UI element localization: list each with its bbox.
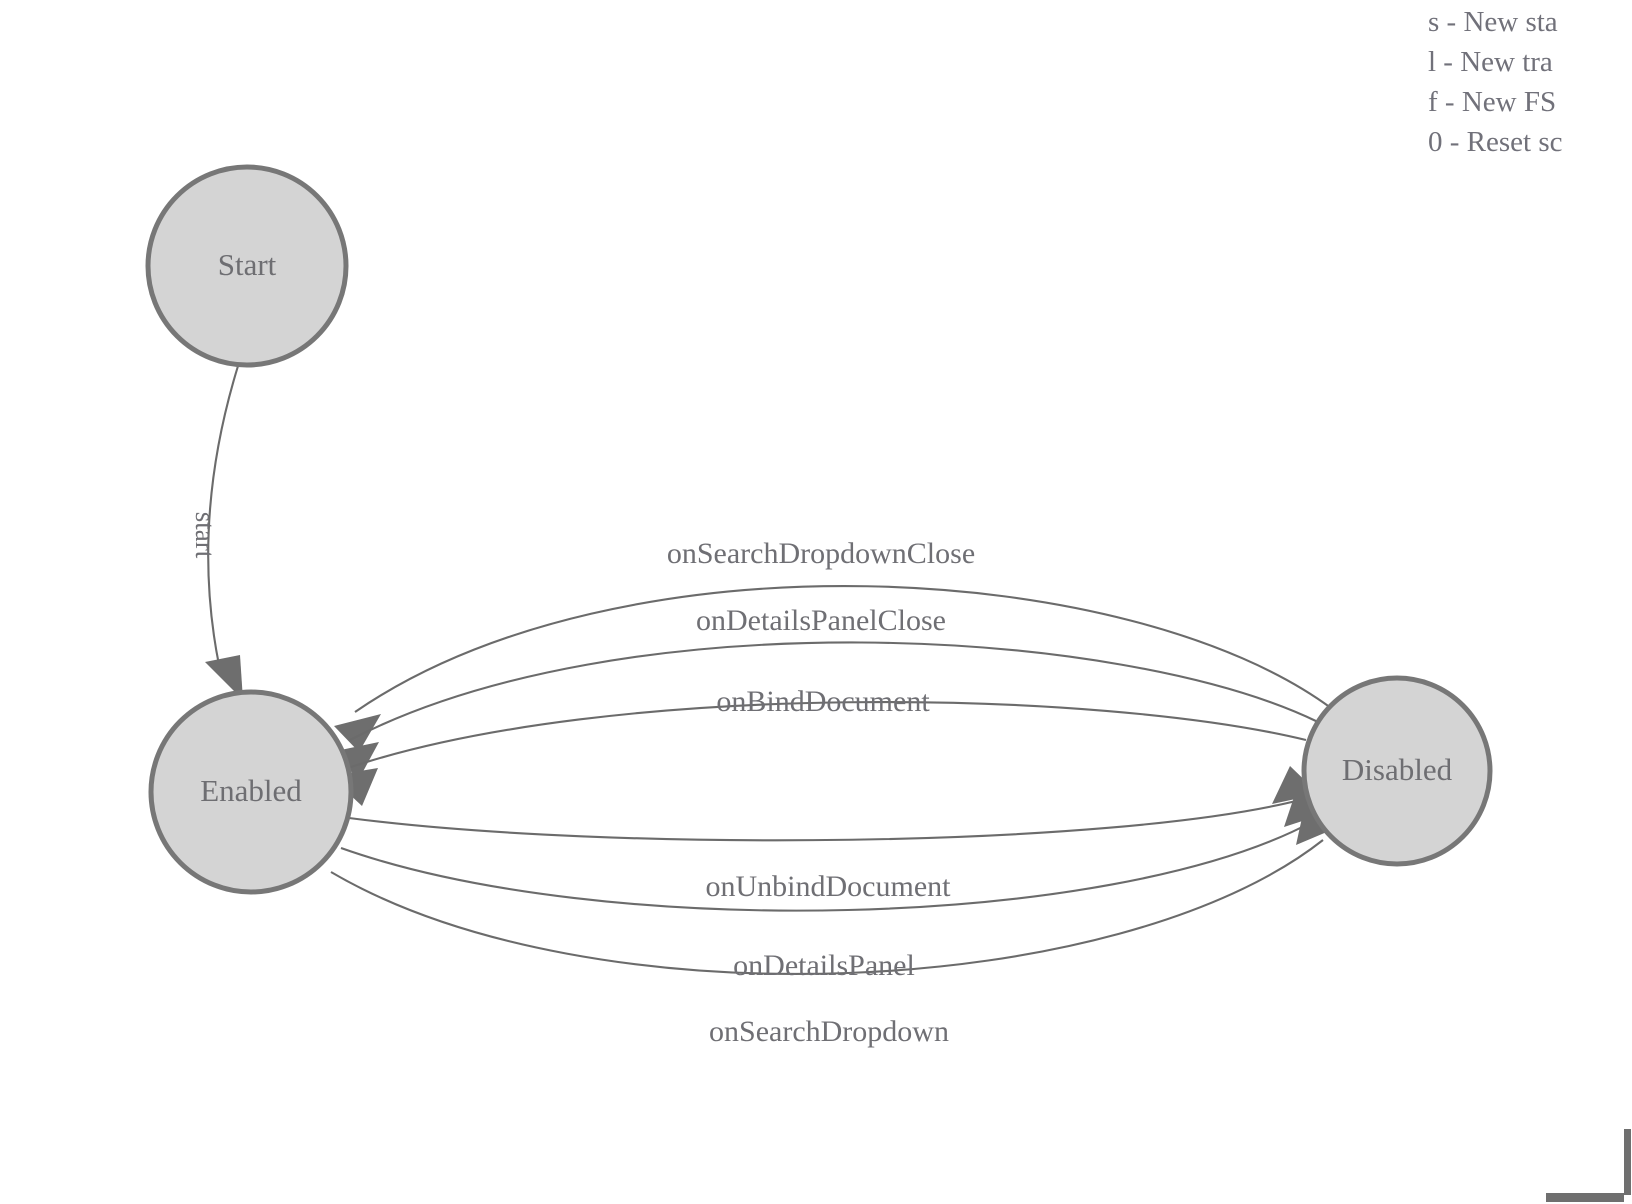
transition-label-ondetailspanelclose: onDetailsPanelClose	[696, 604, 946, 637]
transition-onbinddocument-path[interactable]	[347, 700, 1307, 769]
state-node-enabled[interactable]: Enabled	[148, 689, 354, 895]
help-line-new-fsm: f - New FS	[1428, 86, 1557, 118]
state-node-enabled-circle[interactable]	[148, 689, 354, 895]
help-line-new-transition: l - New tra	[1428, 46, 1553, 78]
state-node-disabled-circle[interactable]	[1301, 675, 1493, 867]
state-node-enabled-label: Enabled	[200, 773, 302, 808]
transition-ondetailspanel-path[interactable]	[340, 821, 1313, 912]
state-node-disabled[interactable]: Disabled	[1301, 675, 1493, 867]
transition-label-onbinddocument: onBindDocument	[716, 685, 930, 718]
transition-onsearchdropdownclose-arrowhead	[334, 714, 381, 752]
help-legend: s - New sta l - New tra f - New FS 0 - R…	[1428, 0, 1632, 162]
help-line-new-state: s - New sta	[1428, 6, 1558, 38]
state-node-start-circle[interactable]	[145, 164, 349, 368]
vertical-scrollbar-thumb[interactable]	[1624, 1129, 1631, 1195]
transition-onsearchdropdownclose[interactable]	[334, 585, 1332, 752]
transition-start-arrowhead	[205, 655, 243, 700]
transition-label-onunbinddocument: onUnbindDocument	[706, 870, 952, 903]
transition-onsearchdropdown-path[interactable]	[330, 839, 1324, 975]
transition-onunbinddocument[interactable]	[348, 766, 1319, 842]
transition-onsearchdropdownclose-path[interactable]	[354, 585, 1332, 713]
transition-ondetailspanelclose-path[interactable]	[349, 641, 1319, 741]
transition-label-onsearchdropdown: onSearchDropdown	[709, 1015, 949, 1048]
transition-label-ondetailspanel: onDetailsPanel	[733, 949, 915, 982]
horizontal-scrollbar-thumb[interactable]	[1546, 1193, 1624, 1202]
transition-label-onsearchdropdownclose: onSearchDropdownClose	[667, 537, 975, 570]
transition-start-path[interactable]	[207, 365, 240, 666]
state-node-disabled-label: Disabled	[1342, 752, 1453, 787]
transition-label-start: start	[190, 512, 220, 559]
help-line-reset-scale: 0 - Reset sc	[1428, 126, 1563, 158]
transition-onunbinddocument-path[interactable]	[348, 798, 1301, 842]
state-node-start[interactable]: Start	[145, 164, 349, 368]
transition-start[interactable]	[205, 365, 243, 700]
state-node-start-label: Start	[218, 247, 277, 282]
